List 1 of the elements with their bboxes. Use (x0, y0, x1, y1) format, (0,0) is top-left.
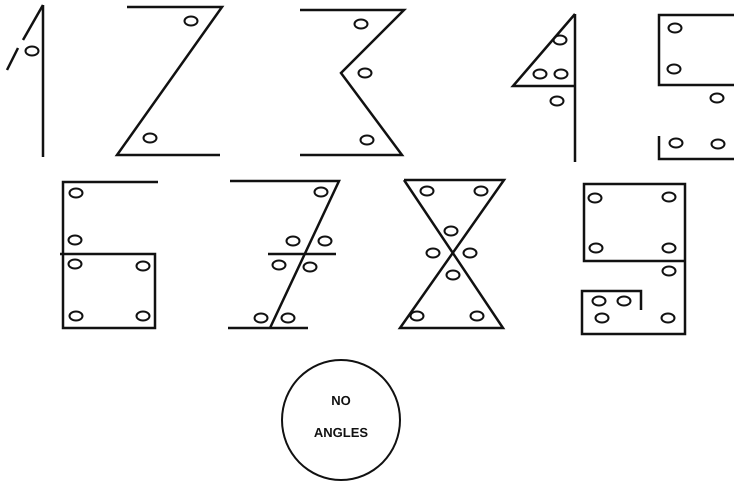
badge-text: NO ANGLES (312, 392, 370, 442)
